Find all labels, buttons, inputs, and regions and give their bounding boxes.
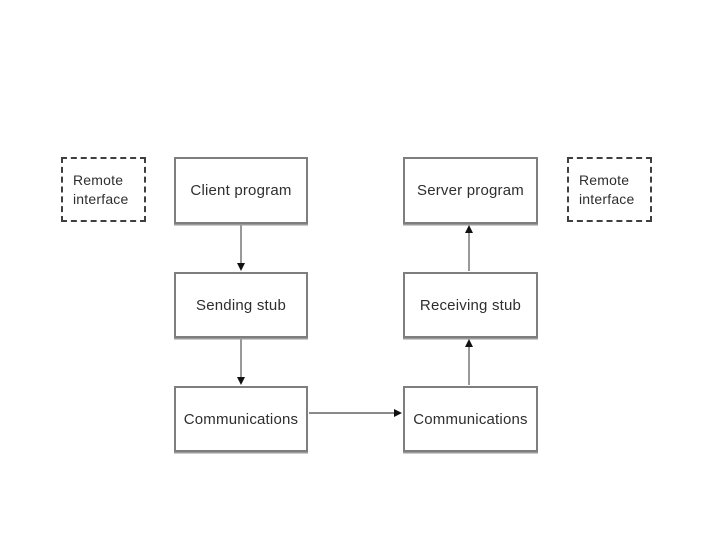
- edge-receiving-stub-to-server-arrow: [465, 225, 473, 271]
- remote-interface-right-line2: interface: [579, 190, 635, 207]
- communications-client-label: Communications: [183, 410, 299, 428]
- communications-server-label: Communications: [413, 410, 528, 428]
- client-program-label: Client program: [190, 182, 292, 199]
- receiving-stub-label: Receiving stub: [419, 296, 522, 314]
- remote-interface-left-label: Remote interface: [73, 171, 129, 208]
- remote-interface-right-label: Remote interface: [579, 171, 635, 208]
- remote-interface-right-line1: Remote: [579, 172, 630, 189]
- edge-client-to-sending-stub-arrow: [237, 225, 245, 271]
- arrowhead-up-icon: [465, 225, 473, 233]
- remote-interface-left-line2: interface: [73, 190, 129, 207]
- arrowhead-down-icon: [237, 377, 245, 385]
- remote-interface-right-box: Remote interface: [567, 157, 652, 222]
- edge-sending-stub-to-communications-arrow: [237, 339, 245, 385]
- receiving-stub-box: Receiving stub: [403, 272, 538, 338]
- sending-stub-label: Sending stub: [196, 296, 286, 314]
- remote-interface-left-line1: Remote: [73, 172, 124, 189]
- arrowhead-up-icon: [465, 339, 473, 347]
- server-program-label: Server program: [416, 182, 524, 199]
- communications-client-box: Communications: [174, 386, 308, 452]
- arrowhead-right-icon: [394, 409, 402, 417]
- remote-interface-left-box: Remote interface: [61, 157, 146, 222]
- edge-communications-to-receiving-stub-arrow: [465, 339, 473, 385]
- arrowhead-down-icon: [237, 263, 245, 271]
- server-program-box: Server program: [403, 157, 538, 224]
- communications-server-box: Communications: [403, 386, 538, 452]
- edge-communications-to-communications-arrow: [309, 409, 402, 417]
- client-program-box: Client program: [174, 157, 308, 224]
- sending-stub-box: Sending stub: [174, 272, 308, 338]
